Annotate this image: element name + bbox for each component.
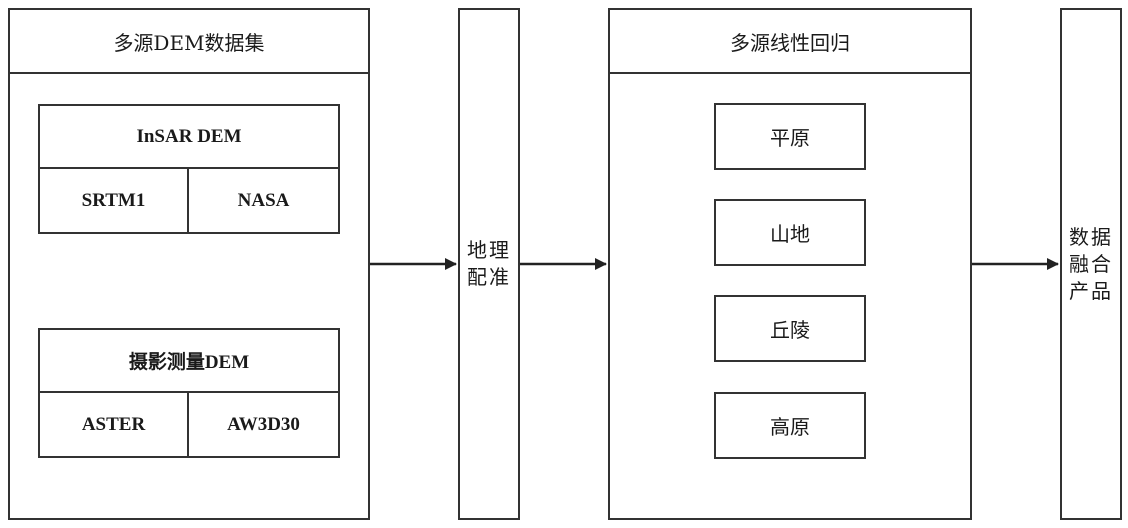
geo-registration-line1: 地理 <box>467 238 511 262</box>
geo-registration-line2: 配准 <box>467 265 511 289</box>
insar-dem-title: InSAR DEM <box>40 106 338 169</box>
terrain-hills: 丘陵 <box>714 295 866 362</box>
aster-source: ASTER <box>40 393 189 456</box>
fusion-product-line1: 数据 <box>1069 224 1113 249</box>
fusion-product-line3: 产品 <box>1069 278 1113 303</box>
photogrammetry-dem-group: 摄影测量DEM ASTER AW3D30 <box>38 328 340 458</box>
terrain-plain: 平原 <box>714 103 866 170</box>
geo-registration-box: 地理 配准 <box>458 8 520 520</box>
fusion-product-line2: 融合 <box>1069 251 1113 276</box>
terrain-plateau: 高原 <box>714 392 866 459</box>
photogrammetry-dem-title: 摄影测量DEM <box>40 330 338 393</box>
dem-dataset-panel: 多源DEM数据集 InSAR DEM SRTM1 NASA 摄影测量DEM AS… <box>8 8 370 520</box>
regression-panel: 多源线性回归 平原 山地 丘陵 高原 <box>608 8 972 520</box>
nasa-source: NASA <box>237 189 290 211</box>
srtm1-source: SRTM1 <box>40 169 189 232</box>
aw3d30-source: AW3D30 <box>227 413 300 435</box>
insar-dem-group: InSAR DEM SRTM1 NASA <box>38 104 340 234</box>
fusion-product-box: 数据 融合 产品 <box>1060 8 1122 520</box>
dem-dataset-title: 多源DEM数据集 <box>10 10 368 74</box>
terrain-mountain: 山地 <box>714 199 866 266</box>
regression-title: 多源线性回归 <box>610 10 970 74</box>
